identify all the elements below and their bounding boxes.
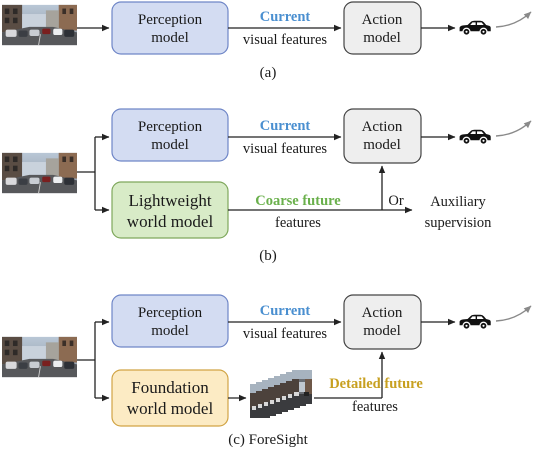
world-model-label-line1: Foundation — [131, 378, 209, 397]
feature-stack-icon — [250, 370, 312, 418]
auxiliary-label-line2: supervision — [425, 215, 493, 231]
perception-model-box — [112, 109, 228, 161]
action-model-box — [344, 109, 421, 163]
car-icon — [460, 315, 491, 330]
perception-label-line2: model — [151, 323, 189, 339]
or-label: Or — [388, 193, 403, 209]
perception-label-line2: model — [151, 137, 189, 153]
trajectory-arrow-icon — [496, 121, 531, 136]
world-model-label-line1: Lightweight — [128, 191, 211, 210]
trajectory-arrow-icon — [496, 306, 531, 321]
action-label-line1: Action — [362, 12, 403, 28]
car-icon — [460, 21, 491, 36]
panel-c: Perception model Current visual features… — [2, 295, 531, 448]
street-scene-icon — [2, 337, 77, 377]
detailed-future-label: Detailed future — [329, 376, 423, 392]
visual-features-label: visual features — [243, 326, 328, 342]
caption-b: (b) — [259, 248, 277, 264]
street-scene-icon — [2, 5, 77, 45]
panel-a: Perception model Current visual features… — [2, 2, 531, 81]
features-label: features — [352, 399, 398, 415]
perception-label-line2: model — [151, 30, 189, 46]
street-scene-icon — [2, 153, 77, 193]
action-label-line1: Action — [362, 305, 403, 321]
perception-model-box — [112, 2, 228, 54]
perception-label-line1: Perception — [138, 119, 203, 135]
action-label-line2: model — [363, 323, 401, 339]
trajectory-arrow-icon — [496, 12, 531, 27]
visual-features-label: visual features — [243, 141, 328, 157]
current-label: Current — [260, 9, 311, 25]
auxiliary-label-line1: Auxiliary — [430, 194, 486, 210]
perception-label-line1: Perception — [138, 12, 203, 28]
action-label-line2: model — [363, 137, 401, 153]
car-icon — [460, 130, 491, 145]
caption-c: (c) ForeSight — [228, 432, 308, 448]
current-label: Current — [260, 118, 311, 134]
current-label: Current — [260, 303, 311, 319]
world-model-label-line2: world model — [127, 399, 214, 418]
action-label-line1: Action — [362, 119, 403, 135]
coarse-future-label: Coarse future — [255, 193, 341, 209]
perception-model-box — [112, 295, 228, 347]
action-label-line2: model — [363, 30, 401, 46]
caption-a: (a) — [260, 65, 277, 81]
action-model-box — [344, 295, 421, 349]
action-model-box — [344, 2, 421, 54]
perception-label-line1: Perception — [138, 305, 203, 321]
features-label: features — [275, 215, 321, 231]
visual-features-label: visual features — [243, 32, 328, 48]
world-model-label-line2: world model — [127, 212, 214, 231]
panel-b: Perception model Current visual features… — [2, 109, 531, 264]
